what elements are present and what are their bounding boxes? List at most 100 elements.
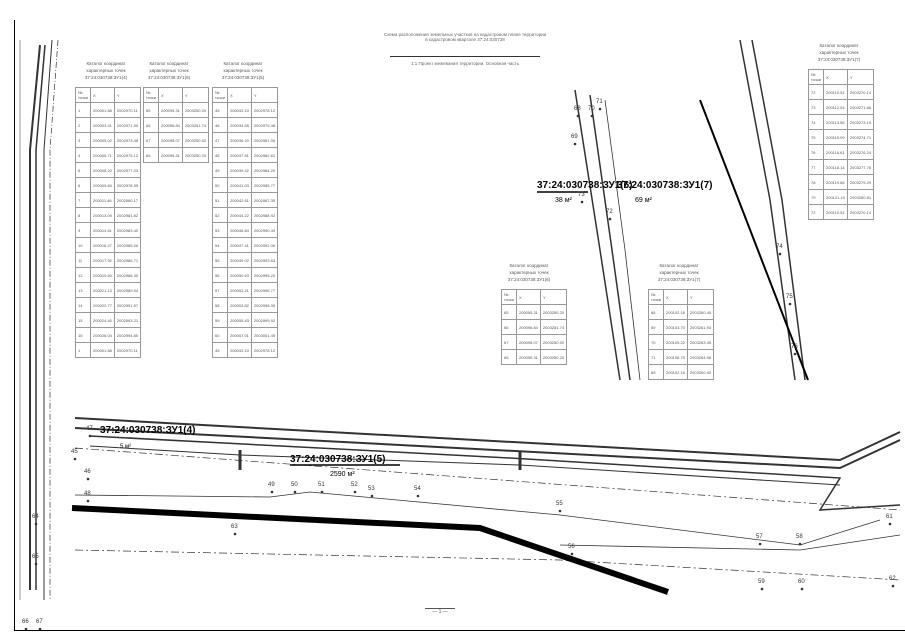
column-header: Y [113,87,142,103]
table-cell: 200105.22 [663,334,688,350]
table-cell: 79 [808,189,824,205]
table-subcaption: 37:24:030738:ЗУ1(6) [507,277,551,282]
drawing-title: Схема расположения земельных участков на… [375,32,555,66]
table-cell: 65 [143,102,159,118]
parcel-id-4: 37:24:030738:ЗУ1(4) [100,425,196,436]
table-cell: 2003251.74 [539,319,568,335]
table-cell: 200096.84 [158,117,183,133]
table-cell: 68 [648,364,664,380]
point-label: 54 [414,486,421,492]
table-cell: 200110.51 [823,84,848,100]
table-caption: Каталог координат характерных точек [659,263,699,275]
title-line-2: в кадастровом квартале 37:24:030738 [425,37,505,42]
table-cell: 200055.43 [227,312,252,328]
table-cell: 67 [501,334,517,350]
table-cell: 2002981.05 [250,132,279,148]
table-cell: 200001.88 [90,102,115,118]
table-cell: 2002978.55 [113,177,142,193]
table-cell: 2002998.35 [250,297,279,313]
table-cell: 78 [808,174,824,190]
point-label: 49 [268,482,275,488]
table-cell: 2003274.71 [846,129,875,145]
point-label: 67 [36,619,43,625]
boundary-point [778,252,782,256]
column-header: № точки [808,69,824,85]
boundary-point [598,107,602,111]
table-cell: 2002992.06 [250,237,279,253]
table-cell: 200115.09 [823,129,848,145]
table-cell: 10 [75,237,91,253]
table-cell: 200116.61 [823,144,848,160]
table-cell: 200050.63 [227,267,252,283]
boundary-point [73,457,77,461]
table-cell: 7 [75,192,91,208]
table-cell: 2002993.21 [113,312,142,328]
left-road-lines [19,39,59,600]
column-header: X [90,87,115,103]
boundary-point [270,490,274,494]
table-cell: 72 [808,204,824,220]
table-cell: 59 [212,312,228,328]
point-label: 62 [889,576,896,582]
table-cell: 77 [808,159,824,175]
table-cell: 2002978.12 [250,102,279,118]
table-subcaption: 37:24:030738:ЗУ1(5) [221,75,265,80]
column-header: № точки [501,289,517,305]
table-cell: 200001.88 [90,342,115,358]
point-label: 69 [571,134,578,140]
point-label: 45 [71,449,78,455]
point-label: 61 [886,514,893,520]
table-cell: 2002982.61 [250,147,279,163]
point-label: 72 [606,209,613,215]
table-cell: 200017.92 [90,252,115,268]
boundary-point [608,217,612,221]
table-cell: 52 [212,207,228,223]
table-cell: 69 [648,319,664,335]
boundary-point [88,434,92,438]
table-cell: 2003270.14 [846,204,875,220]
table-cell: 200096.84 [516,319,541,335]
table-cell: 200053.82 [227,297,252,313]
table-cell: 200112.04 [823,99,848,115]
boundary-point [793,352,797,356]
table-cell: 66 [143,117,159,133]
table-cell: 200095.31 [158,102,183,118]
table-cell: 8 [75,207,91,223]
table-cell: 2003261.93 [686,319,715,335]
table-cell: 200006.71 [90,147,115,163]
parcel-area-5: 2590 м² [330,471,355,478]
table-cell: 73 [808,99,824,115]
point-label: 47 [86,426,93,432]
table-cell: 2003251.74 [181,117,210,133]
parcel-id-5: 37:24:030738:ЗУ1(5) [290,454,386,465]
table-cell: 200034.65 [227,117,252,133]
column-header: X [227,87,252,103]
boundary-point [416,494,420,498]
point-label: 66 [22,619,29,625]
table-cell: 66 [501,319,517,335]
